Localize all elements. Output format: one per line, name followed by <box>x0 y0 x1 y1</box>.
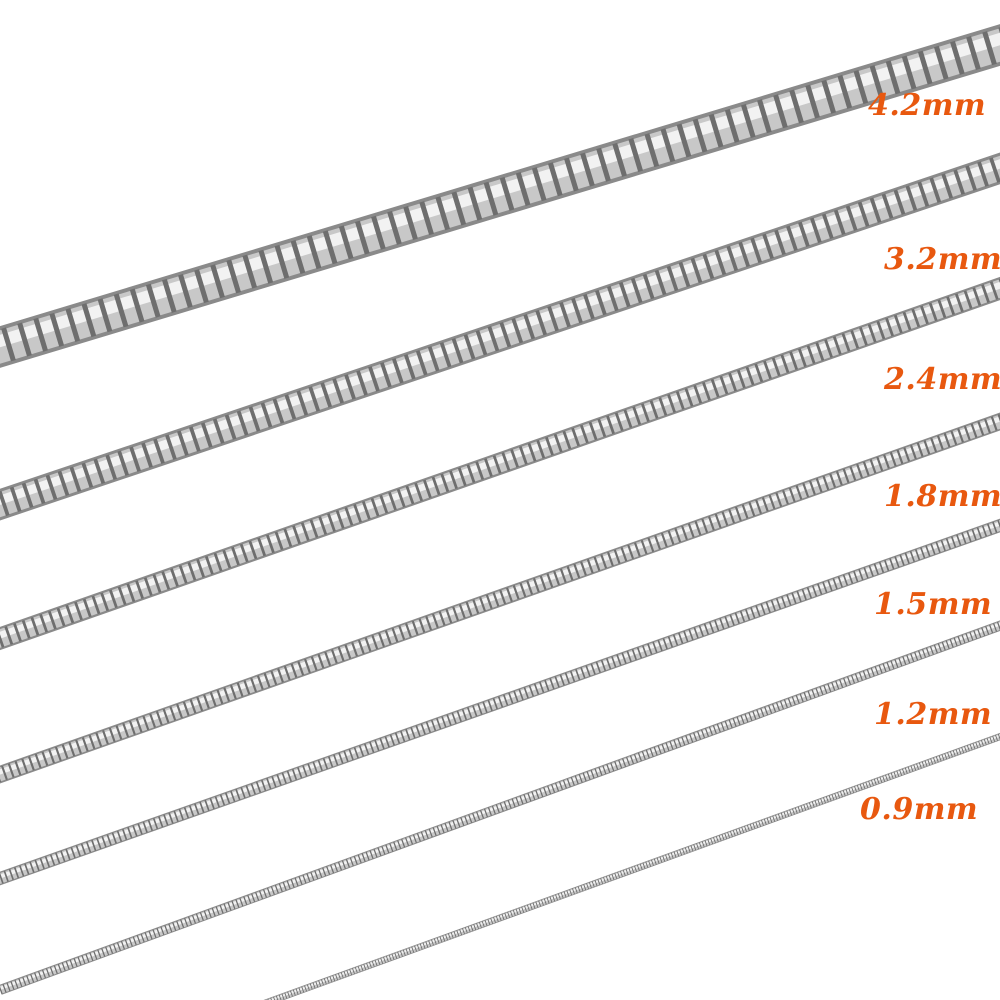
chain-1.5mm <box>0 518 1000 886</box>
size-label-1-2: 1.2mm <box>874 697 993 732</box>
size-label-1-5: 1.5mm <box>874 587 993 622</box>
size-label-2-4: 2.4mm <box>884 362 1000 397</box>
size-label-3-2: 3.2mm <box>884 242 1000 277</box>
chain-3.2mm <box>0 152 1000 521</box>
chain-2.4mm <box>0 276 1000 651</box>
chain-0.9mm <box>263 732 1000 1000</box>
chain-1.2mm <box>0 620 1000 995</box>
size-label-1-8: 1.8mm <box>884 479 1000 514</box>
chain-1.8mm <box>0 412 1000 784</box>
size-label-4-2: 4.2mm <box>868 88 987 123</box>
chain-4.2mm <box>0 24 1000 368</box>
size-label-0-9: 0.9mm <box>860 792 979 827</box>
